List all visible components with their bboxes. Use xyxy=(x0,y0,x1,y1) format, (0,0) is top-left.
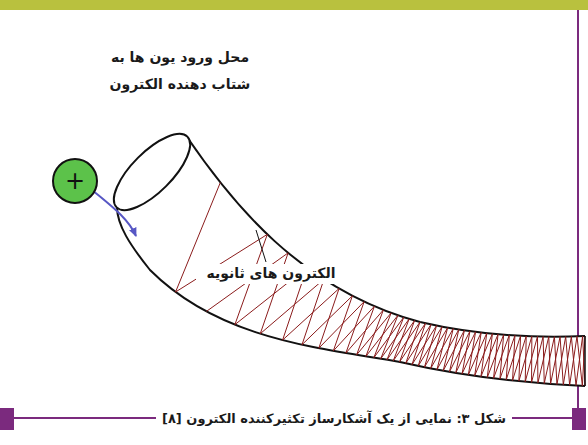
electron-path xyxy=(549,337,551,384)
electron-path xyxy=(462,331,470,374)
frame-block xyxy=(572,408,586,430)
ion-circle: + xyxy=(52,158,98,204)
leader-line xyxy=(256,230,266,262)
electron-path xyxy=(570,336,577,385)
top-bar xyxy=(0,0,588,10)
electron-path xyxy=(506,336,520,380)
electron-path xyxy=(437,329,459,369)
horn-body xyxy=(117,137,585,386)
electron-path xyxy=(400,321,415,362)
horn-outline xyxy=(187,137,585,337)
electron-path xyxy=(525,336,537,381)
electron-path xyxy=(412,323,426,364)
electron-path xyxy=(576,336,583,385)
multiplier-horn xyxy=(103,123,585,386)
electron-paths xyxy=(176,183,585,386)
charge-sign: + xyxy=(65,169,85,193)
electron-path xyxy=(538,337,549,383)
electron-path xyxy=(537,336,538,382)
electron-path xyxy=(544,337,554,384)
electron-path xyxy=(437,328,448,370)
entry-label: محل ورود یون ها به شتاب دهنده الکترون xyxy=(92,44,268,99)
electron-path xyxy=(357,313,392,355)
electron-path xyxy=(424,328,447,368)
electron-path xyxy=(582,336,585,386)
electron-path xyxy=(519,336,532,381)
electron-path xyxy=(387,321,415,360)
electron-path xyxy=(583,336,585,386)
electron-path xyxy=(302,279,324,344)
figure-caption: شکل ۳: نمایی از یک آشکارساز تکثیرکننده ا… xyxy=(156,411,512,426)
electron-path xyxy=(374,313,391,358)
horn-mouth xyxy=(103,123,202,222)
ion-path-arrow xyxy=(92,190,136,236)
electron-path xyxy=(532,337,544,383)
electron-path xyxy=(302,296,352,345)
electron-path xyxy=(513,336,527,380)
electron-path xyxy=(357,306,375,355)
horn-outline xyxy=(117,207,585,386)
electron-path xyxy=(563,336,571,384)
horn-end xyxy=(584,336,586,386)
frame-block xyxy=(0,408,14,430)
electron-path xyxy=(560,337,563,385)
electron-path xyxy=(525,336,527,382)
electron-path xyxy=(571,336,576,385)
secondary-electrons-label: الکترون های ثانویه xyxy=(196,264,346,284)
